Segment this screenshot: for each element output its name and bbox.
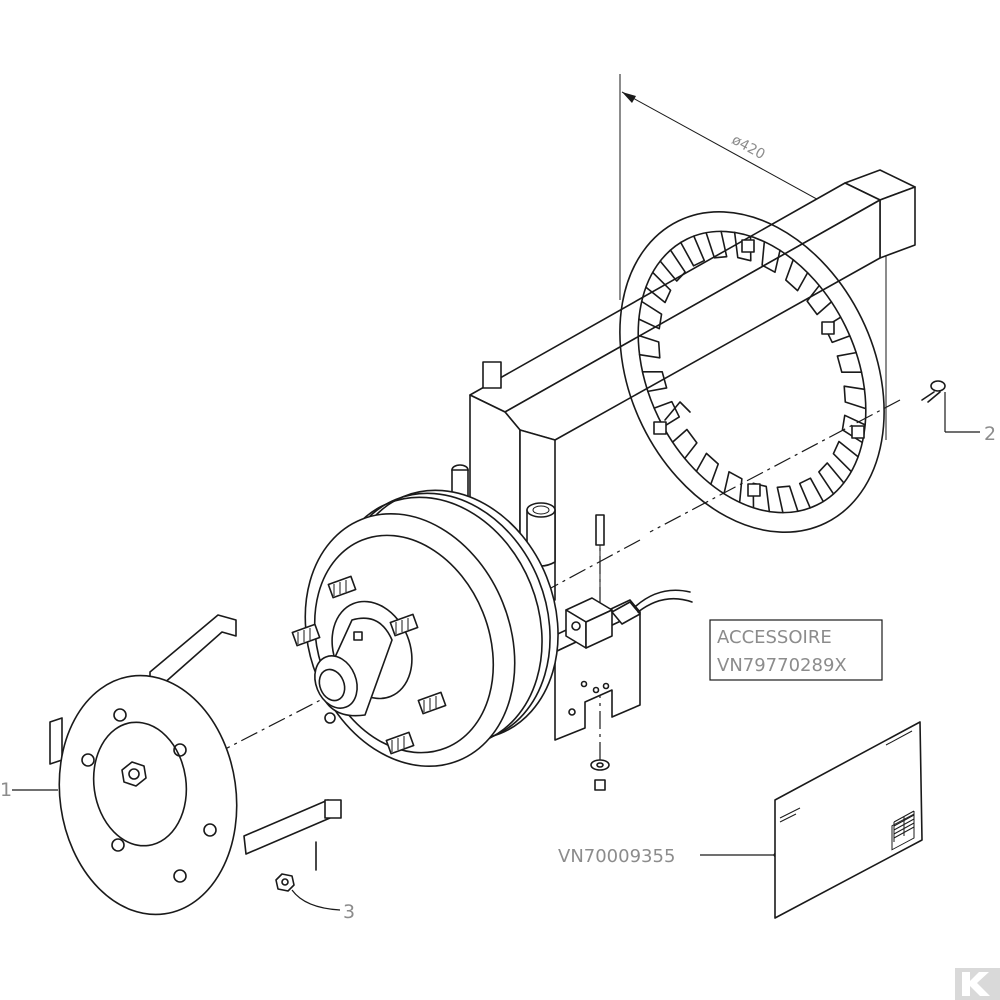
stud: [327, 575, 357, 599]
stud: [389, 613, 419, 637]
ring-tooth: [776, 485, 799, 514]
brake-drum-hub: [291, 489, 559, 768]
ring-tooth: [638, 300, 663, 330]
ring-tooth: [637, 334, 661, 359]
ring-tooth: [806, 284, 833, 316]
accessory-code: VN79770289X: [717, 655, 847, 676]
logo-letter: K: [0, 0, 1, 1]
stud: [291, 623, 321, 647]
ring-tooth: [659, 249, 686, 282]
accessory-title: ACCESSOIRE: [717, 627, 832, 648]
stud: [385, 731, 415, 755]
ring-tooth: [723, 470, 743, 504]
callout-2: 2: [984, 423, 996, 445]
diameter-label: ø420: [729, 132, 768, 163]
ring-tooth: [641, 370, 668, 393]
sensor-bracket: [544, 514, 693, 791]
accessory-box: ACCESSOIRE VN79770289X: [709, 619, 883, 681]
ring-tooth: [761, 240, 781, 274]
ring-tooth: [653, 400, 681, 428]
ring-tooth: [705, 230, 728, 259]
flange-nut: [275, 873, 295, 892]
ring-tooth: [798, 477, 825, 509]
square-tube-frame: [451, 169, 916, 601]
ring-tooth: [645, 271, 672, 304]
stud: [417, 691, 447, 715]
toothed-ring: [619, 211, 885, 533]
ring-tooth: [836, 351, 863, 374]
support-arms: [149, 614, 342, 871]
document-sheet: [774, 721, 923, 919]
ring-tooth: [671, 428, 698, 460]
ring-tooth: [843, 385, 867, 410]
ring-screw: [921, 380, 946, 432]
ring-tooth: [784, 259, 809, 292]
wheel-disc: [49, 674, 238, 916]
callout-3: 3: [343, 901, 355, 923]
ring-tooth: [832, 440, 859, 473]
ring-tooth: [695, 452, 720, 485]
ring-tooth: [818, 462, 845, 495]
callout-1: 1: [0, 779, 12, 801]
ring-tooth: [679, 235, 706, 267]
document-ref: VN70009355: [558, 846, 675, 867]
